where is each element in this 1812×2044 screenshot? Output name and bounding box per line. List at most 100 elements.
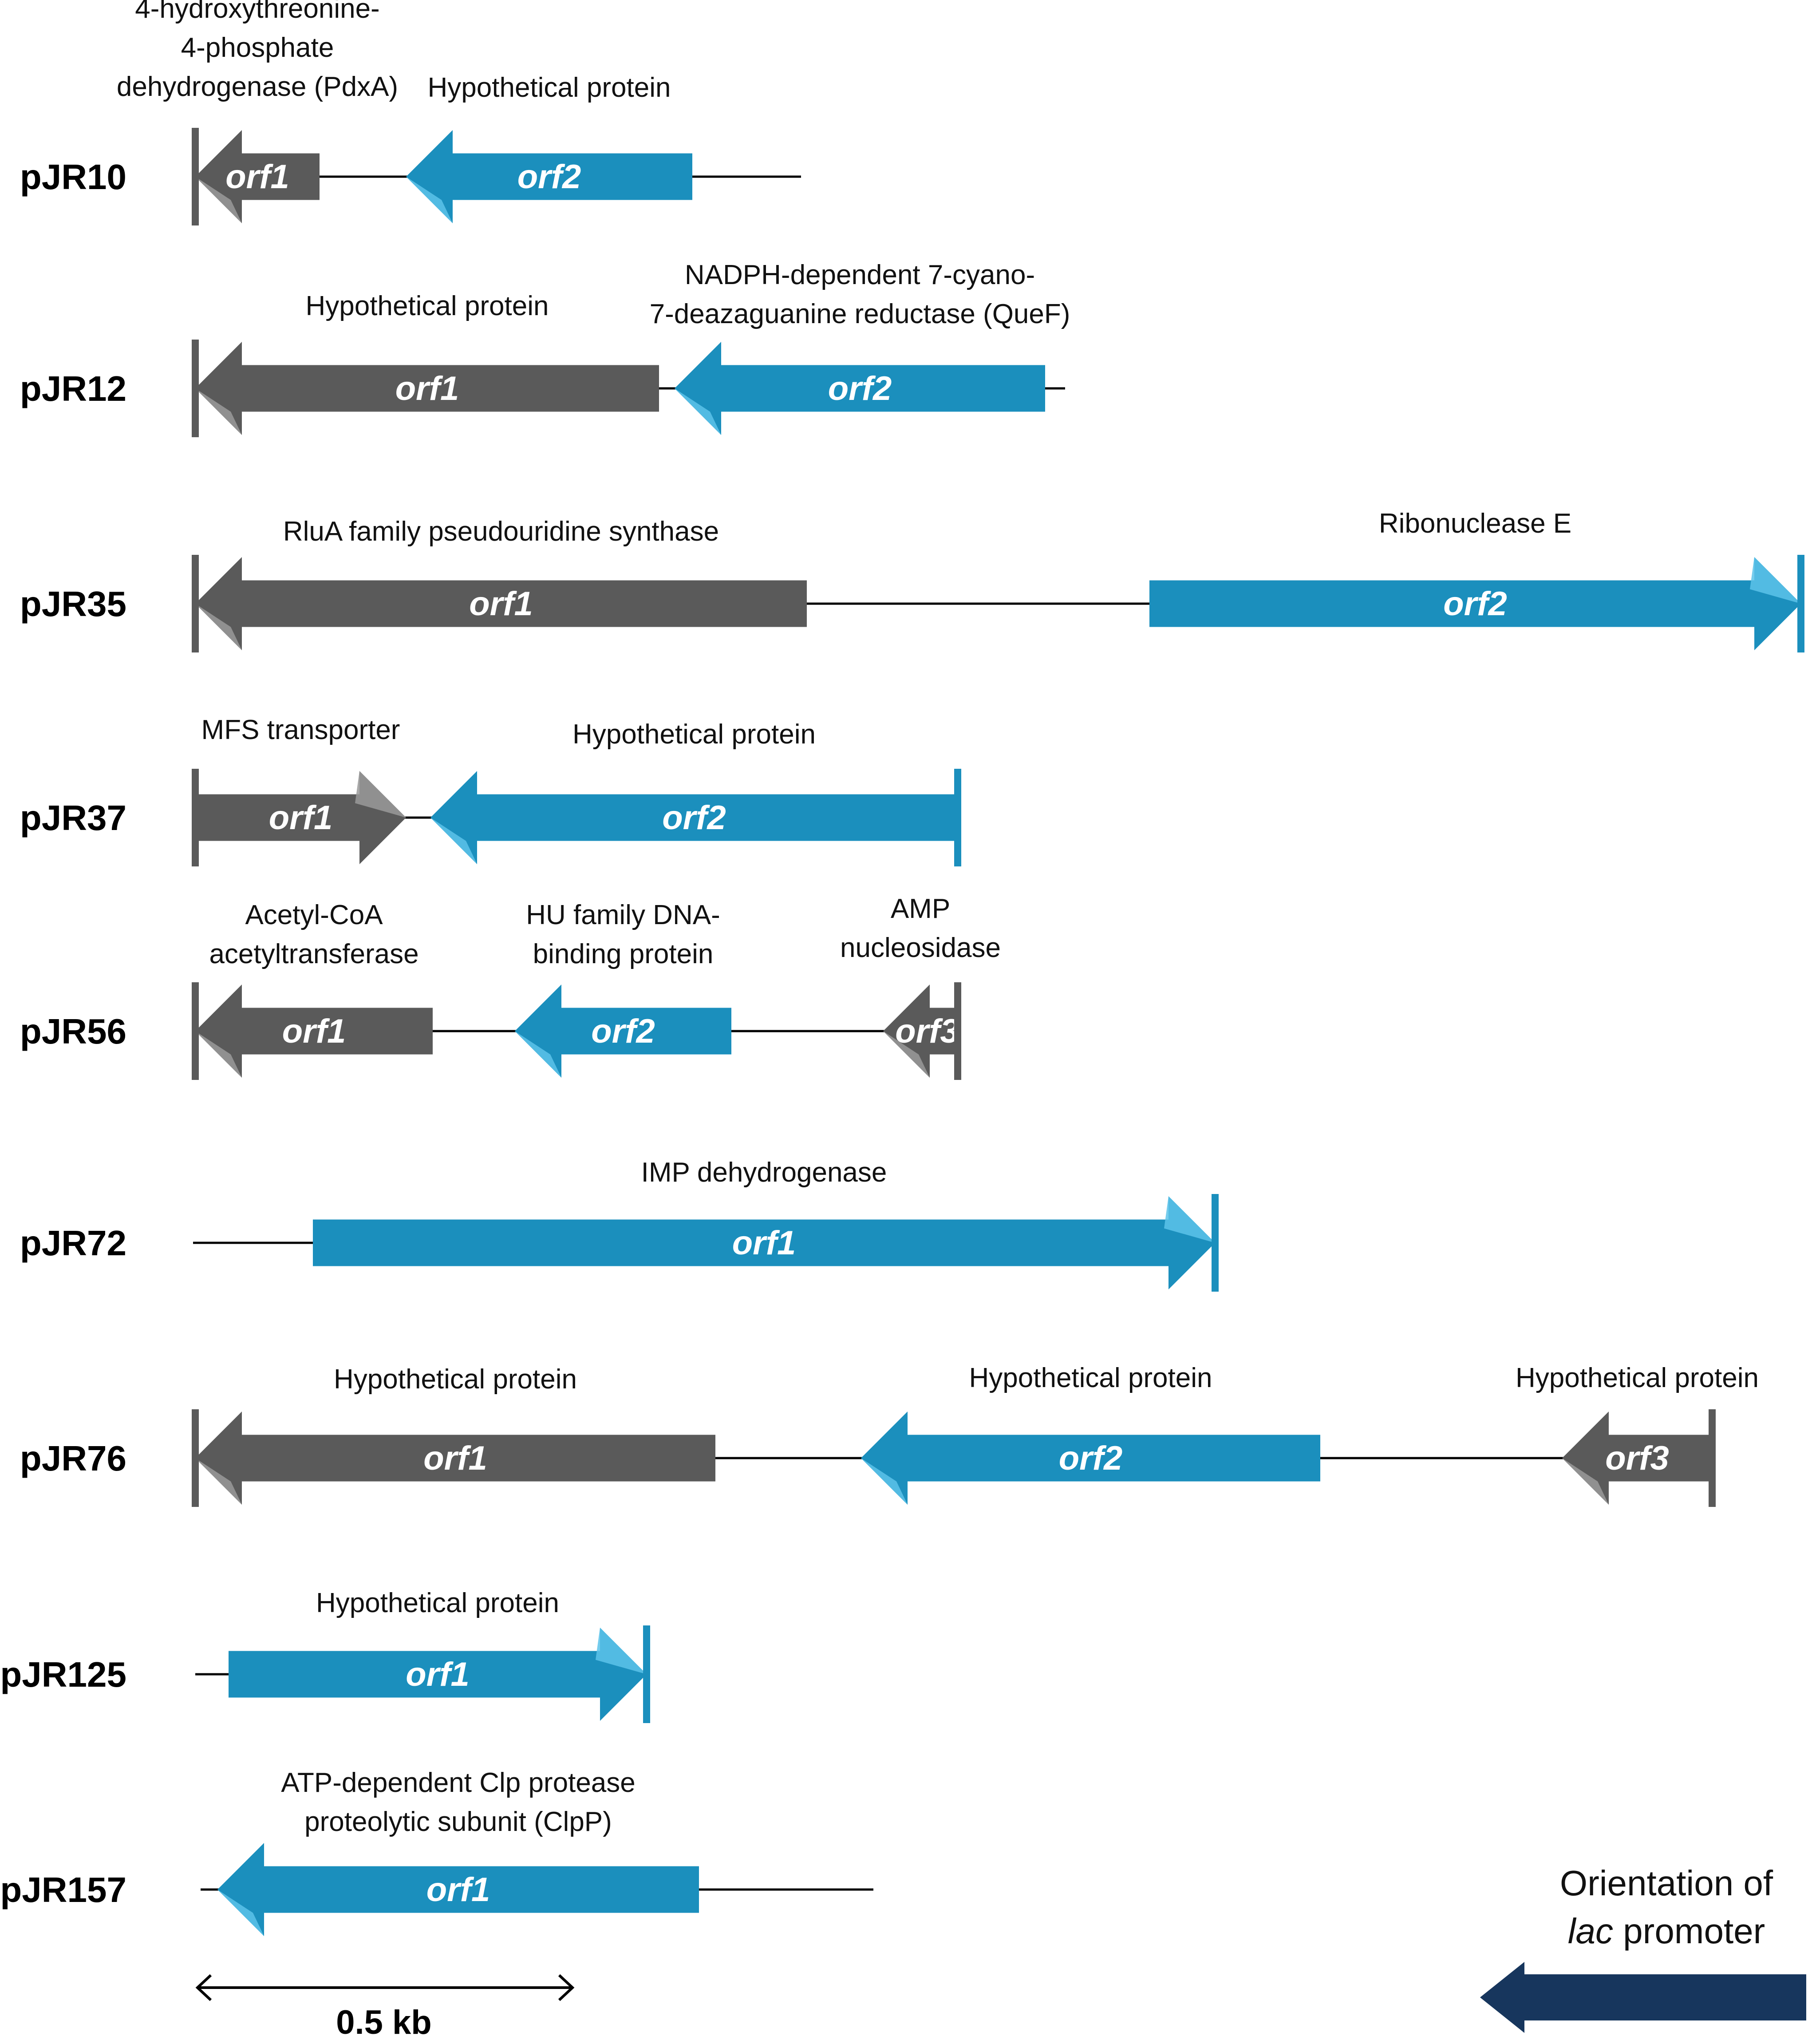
- gene-arrow-highlight: [596, 1628, 647, 1674]
- construct-name: pJR72: [20, 1223, 126, 1263]
- gene-annotation: NADPH-dependent 7-cyano-: [685, 260, 1035, 290]
- orf-label: orf2: [1443, 585, 1507, 623]
- legend-promoter: promoter: [1613, 1911, 1765, 1951]
- construct-row-pJR35: pJR35 orf1 RluA family pseudouridine synth…: [20, 508, 1804, 652]
- gene-annotation: Hypothetical protein: [316, 1588, 559, 1618]
- orf-label: orf2: [828, 370, 892, 407]
- gene-orf1: orf1 RluA family pseudouridine synthase: [195, 516, 807, 650]
- gene-annotation: IMP dehydrogenase: [641, 1157, 887, 1188]
- gene-arrow-highlight: [430, 818, 477, 864]
- gene-annotation: acetyltransferase: [209, 939, 418, 969]
- gene-annotation: dehydrogenase (PdxA): [117, 71, 398, 102]
- orf-label: orf2: [1059, 1439, 1123, 1477]
- scale-bar-left-arrowhead: [195, 1974, 212, 2001]
- gene-annotation: 7-deazaguanine reductase (QueF): [650, 299, 1070, 329]
- orf-label: orf1: [225, 158, 289, 196]
- gene-annotation: proteolytic subunit (ClpP): [304, 1807, 612, 1837]
- gene-arrow: [883, 984, 958, 1078]
- gene-arrow: [195, 771, 406, 864]
- promoter-direction-arrow: [1480, 1962, 1806, 2033]
- gene-annotation: Ribonuclease E: [1379, 508, 1571, 539]
- gene-annotation: AMP: [891, 894, 950, 924]
- promoter-legend: Orientation of lac promoter: [1480, 1863, 1806, 2033]
- orf-label: orf1: [406, 1656, 470, 1693]
- gene-orf1: orf1 MFS transporter: [195, 715, 406, 864]
- gene-annotation: MFS transporter: [201, 715, 400, 745]
- legend-lac: lac: [1568, 1911, 1613, 1951]
- scale-bar-right-arrowhead: [558, 1974, 575, 2001]
- gene-orf1: orf1 Hypothetical protein: [195, 1364, 715, 1505]
- insert-start-tick: [192, 340, 199, 437]
- orf-label: orf1: [269, 799, 333, 837]
- gene-arrow-highlight: [195, 388, 242, 435]
- construct-name: pJR125: [0, 1655, 126, 1694]
- gene-annotation: 4-hydroxythreonine-: [135, 0, 379, 24]
- gene-orf1: orf1 Hypothetical protein: [229, 1588, 647, 1721]
- gene-arrow: [430, 771, 958, 864]
- gene-arrow: [861, 1411, 1320, 1505]
- gene-orf1: orf1 ATP-dependent Clp protease proteolyti…: [217, 1767, 699, 1936]
- gene-arrow-highlight: [883, 1031, 930, 1078]
- construct-rows: pJR10 orf1 4-hydroxythreonine- 4-phosphate d…: [0, 0, 1804, 1936]
- gene-annotation: Hypothetical protein: [334, 1364, 577, 1395]
- gene-orf1: orf1 4-hydroxythreonine- 4-phosphate dehydr…: [117, 0, 398, 223]
- insert-end-tick: [1709, 1409, 1716, 1507]
- gene-arrow: [217, 1843, 699, 1936]
- orf-label: orf1: [423, 1439, 487, 1477]
- gene-annotation: Hypothetical protein: [969, 1363, 1212, 1393]
- construct-name: pJR37: [20, 798, 126, 838]
- gene-arrow-highlight: [195, 604, 242, 650]
- construct-row-pJR37: pJR37 orf1 MFS transporter orf2 Hypothetical…: [20, 715, 961, 866]
- gene-annotation: 4-phosphate: [181, 32, 334, 63]
- gene-annotation: Hypothetical protein: [1516, 1363, 1759, 1393]
- scale-bar: 0.5 kb: [195, 1974, 575, 2041]
- gene-arrow-highlight: [515, 1031, 561, 1078]
- gene-arrow: [1149, 557, 1801, 650]
- construct-name: pJR56: [20, 1012, 126, 1051]
- orf-label: orf1: [469, 585, 533, 623]
- insert-end-tick: [954, 769, 961, 866]
- gene-arrow-highlight: [195, 1031, 242, 1078]
- gene-arrow-highlight: [195, 177, 242, 223]
- orf-label: orf1: [395, 370, 459, 407]
- insert-start-tick: [192, 1409, 199, 1507]
- construct-name: pJR35: [20, 584, 126, 624]
- orf-label: orf2: [662, 799, 726, 837]
- gene-arrow-highlight: [406, 177, 453, 223]
- insert-start-tick: [192, 769, 199, 866]
- scale-bar-label: 0.5 kb: [336, 2004, 431, 2041]
- insert-start-tick: [192, 128, 199, 225]
- gene-orf2: orf2 Hypothetical protein: [861, 1363, 1320, 1505]
- insert-start-tick: [192, 555, 199, 652]
- gene-arrow-highlight: [675, 388, 721, 435]
- gene-arrow-highlight: [1562, 1458, 1609, 1505]
- gene-arrow-highlight: [217, 1890, 264, 1936]
- gene-arrow: [195, 342, 659, 435]
- orf-label: orf2: [517, 158, 581, 196]
- legend-line-1: Orientation of: [1560, 1863, 1773, 1903]
- insert-start-tick: [192, 982, 199, 1080]
- gene-annotation: ATP-dependent Clp protease: [281, 1767, 635, 1798]
- construct-name: pJR10: [20, 157, 126, 197]
- gene-annotation: Hypothetical protein: [572, 719, 816, 750]
- gene-annotation: RluA family pseudouridine synthase: [283, 516, 719, 547]
- gene-arrow: [229, 1628, 647, 1721]
- orf-label: orf2: [591, 1012, 655, 1050]
- gene-annotation: nucleosidase: [840, 933, 1001, 963]
- orf-label: orf1: [426, 1871, 490, 1909]
- gene-orf2: orf2 NADPH-dependent 7-cyano- 7-deazaguani…: [650, 260, 1070, 435]
- gene-arrow: [406, 130, 692, 223]
- gene-arrow-highlight: [1750, 557, 1801, 604]
- construct-row-pJR125: pJR125 orf1 Hypothetical protein: [0, 1588, 650, 1723]
- gene-arrow-highlight: [195, 1458, 242, 1505]
